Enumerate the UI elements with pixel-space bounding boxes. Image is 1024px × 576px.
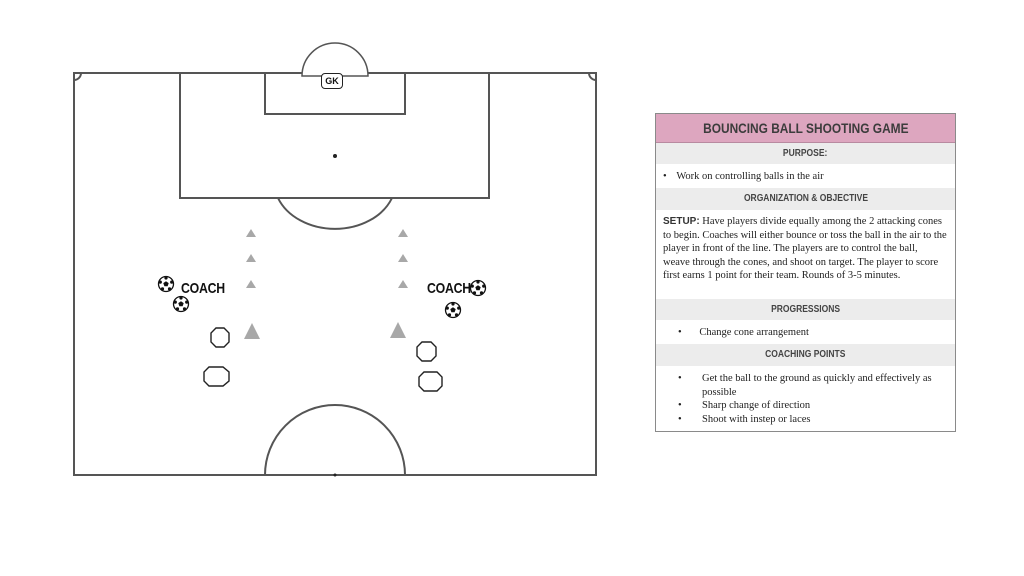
cone-icon	[390, 322, 406, 338]
player-marker-icon	[418, 371, 443, 392]
progressions-heading: PROGRESSIONS	[656, 299, 955, 320]
penalty-arc	[277, 197, 393, 230]
cone-icon	[398, 280, 408, 288]
setup-text: Have players divide equally among the 2 …	[663, 216, 947, 282]
bullet: •	[678, 413, 682, 425]
purpose-item: Work on controlling balls in the air	[676, 171, 824, 182]
purpose-heading: PURPOSE:	[656, 143, 955, 164]
goal-keeper-zone	[301, 42, 369, 77]
player-marker-icon	[210, 327, 230, 348]
bullet: •	[678, 400, 682, 412]
setup-tag: SETUP:	[663, 216, 700, 227]
pitch-boundary	[73, 72, 597, 476]
setup-paragraph: SETUP: Have players divide equally among…	[656, 210, 955, 299]
coaching-item: • Sharp change of direction	[678, 400, 811, 412]
bullet: •	[678, 327, 682, 338]
soccer-ball-icon	[157, 275, 175, 293]
penalty-spot	[333, 154, 337, 158]
progressions-item: Change cone arrangement	[699, 327, 809, 338]
drill-info-card: BOUNCING BALL SHOOTING GAME PURPOSE: • W…	[655, 113, 956, 432]
soccer-ball-icon	[444, 301, 462, 319]
player-marker-icon	[416, 341, 437, 362]
center-spot	[333, 473, 337, 477]
cone-icon	[398, 229, 408, 237]
cone-icon	[398, 254, 408, 262]
purpose-list: • Work on controlling balls in the air	[656, 164, 955, 188]
coaching-item: • Shoot with instep or laces	[678, 413, 811, 425]
organization-heading: ORGANIZATION & OBJECTIVE	[656, 188, 955, 210]
bullet: •	[663, 171, 667, 182]
center-circle-half	[264, 404, 406, 476]
penalty-area	[179, 72, 490, 199]
cone-icon	[246, 280, 256, 288]
player-marker-icon	[203, 366, 230, 387]
goalkeeper-label: GK	[321, 73, 343, 89]
corner-arc-right	[588, 72, 597, 81]
cone-icon	[244, 323, 260, 339]
cone-icon	[246, 254, 256, 262]
card-title: BOUNCING BALL SHOOTING GAME	[656, 114, 955, 143]
coaching-points-list: • Get the ball to the ground as quickly …	[656, 366, 955, 426]
soccer-ball-icon	[172, 295, 190, 313]
coaching-points-heading: COACHING POINTS	[656, 344, 955, 366]
progressions-list: • Change cone arrangement	[656, 320, 955, 344]
coach-label-right: COACH	[427, 280, 471, 297]
cone-icon	[246, 229, 256, 237]
soccer-ball-icon	[469, 279, 487, 297]
coach-label-left: COACH	[181, 280, 225, 297]
coaching-item: • Get the ball to the ground as quickly …	[678, 373, 932, 398]
corner-arc-left	[73, 72, 82, 81]
bullet: •	[678, 373, 682, 384]
